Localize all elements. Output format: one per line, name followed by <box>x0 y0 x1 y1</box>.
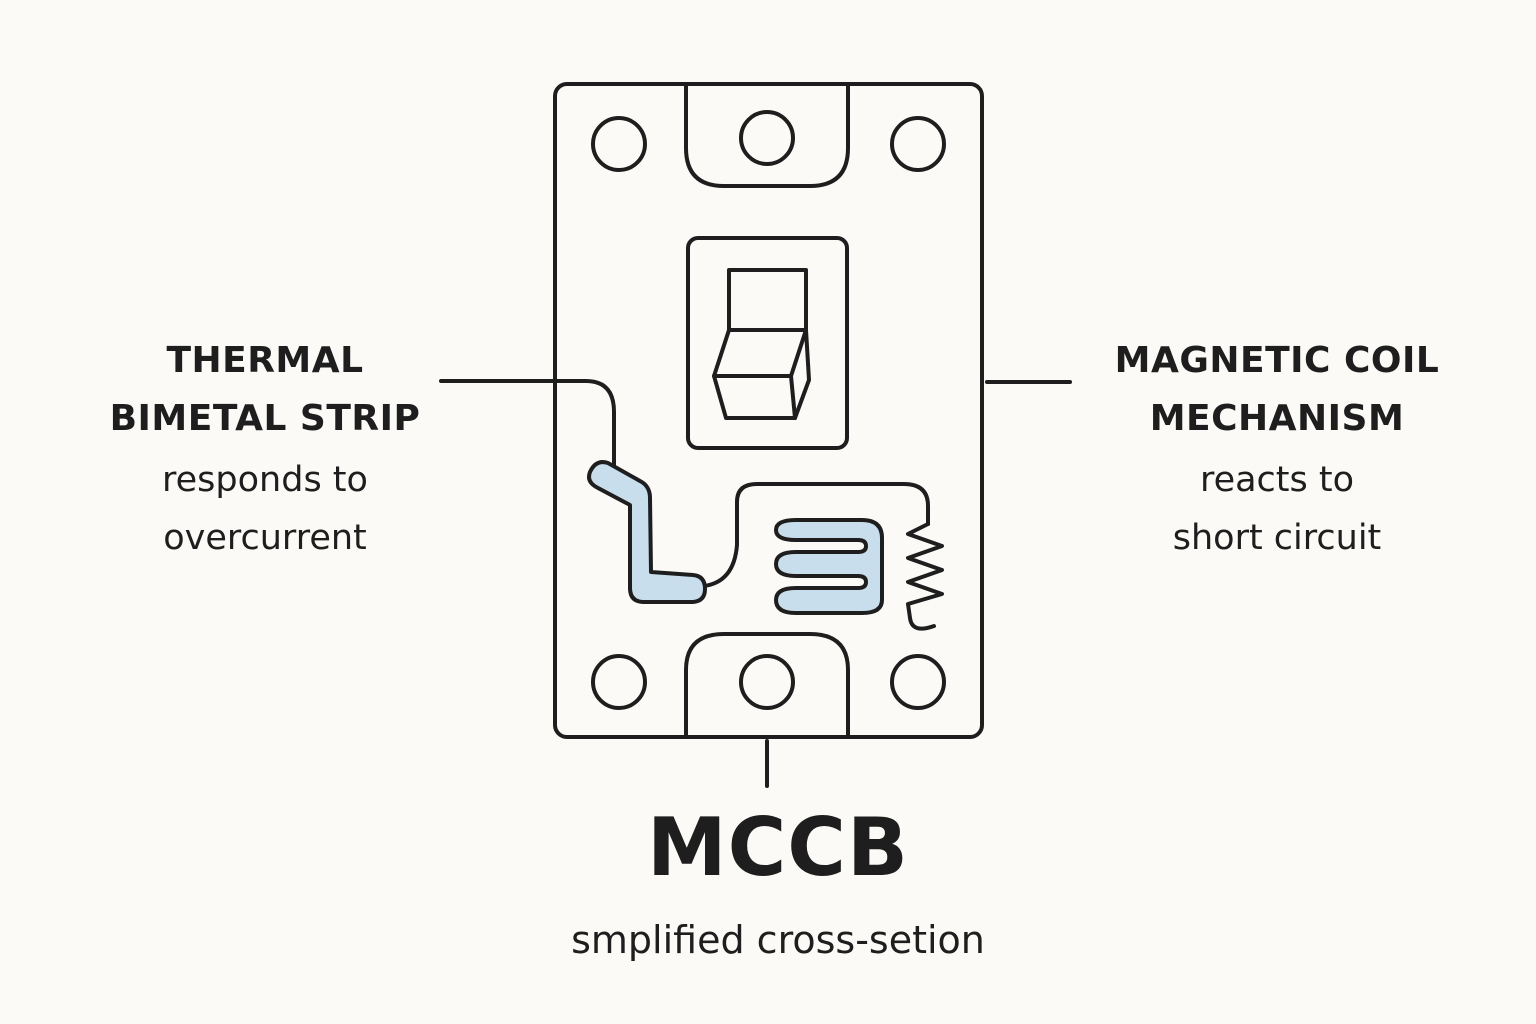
spring <box>906 522 944 631</box>
connecting-wire <box>702 482 930 588</box>
mccb-title: MCCB <box>646 801 909 894</box>
terminal-hole-bottom <box>739 654 795 710</box>
thermal-title-line-2: BIMETAL STRIP <box>109 398 421 439</box>
thermal-title-line-1: THERMAL <box>166 340 364 381</box>
toggle-lever <box>712 268 811 420</box>
mounting-hole-top-left <box>591 116 647 172</box>
mounting-hole-top-right <box>890 116 946 172</box>
mccb-subtitle: smplified cross-setion <box>571 918 985 962</box>
magnetic-coil-label: MAGNETIC COIL MECHANISM reacts to short … <box>1077 332 1477 564</box>
thermal-desc-line-1: responds to <box>162 460 368 500</box>
mccb-label: MCCB smplified cross-setion <box>468 798 1088 970</box>
magnetic-title-line-1: MAGNETIC COIL <box>1114 340 1440 381</box>
magnetic-title-line-2: MECHANISM <box>1149 398 1405 439</box>
magnetic-desc-line-1: reacts to <box>1199 460 1355 500</box>
terminal-hole-top <box>739 110 795 166</box>
top-terminal-recess <box>684 84 850 188</box>
thermal-lead-line <box>439 379 616 480</box>
mounting-hole-bottom-right <box>890 654 946 710</box>
bottom-terminal-recess <box>684 632 850 737</box>
mounting-hole-bottom-left <box>591 654 647 710</box>
breaker-housing <box>553 82 984 739</box>
bimetal-strip <box>587 460 707 604</box>
thermal-bimetal-label: THERMAL BIMETAL STRIP responds to overcu… <box>65 332 465 564</box>
magnetic-desc-line-2: short circuit <box>1172 518 1382 558</box>
magnetic-coil <box>774 518 884 615</box>
toggle-window <box>686 236 849 450</box>
thermal-desc-line-2: overcurrent <box>163 518 367 558</box>
